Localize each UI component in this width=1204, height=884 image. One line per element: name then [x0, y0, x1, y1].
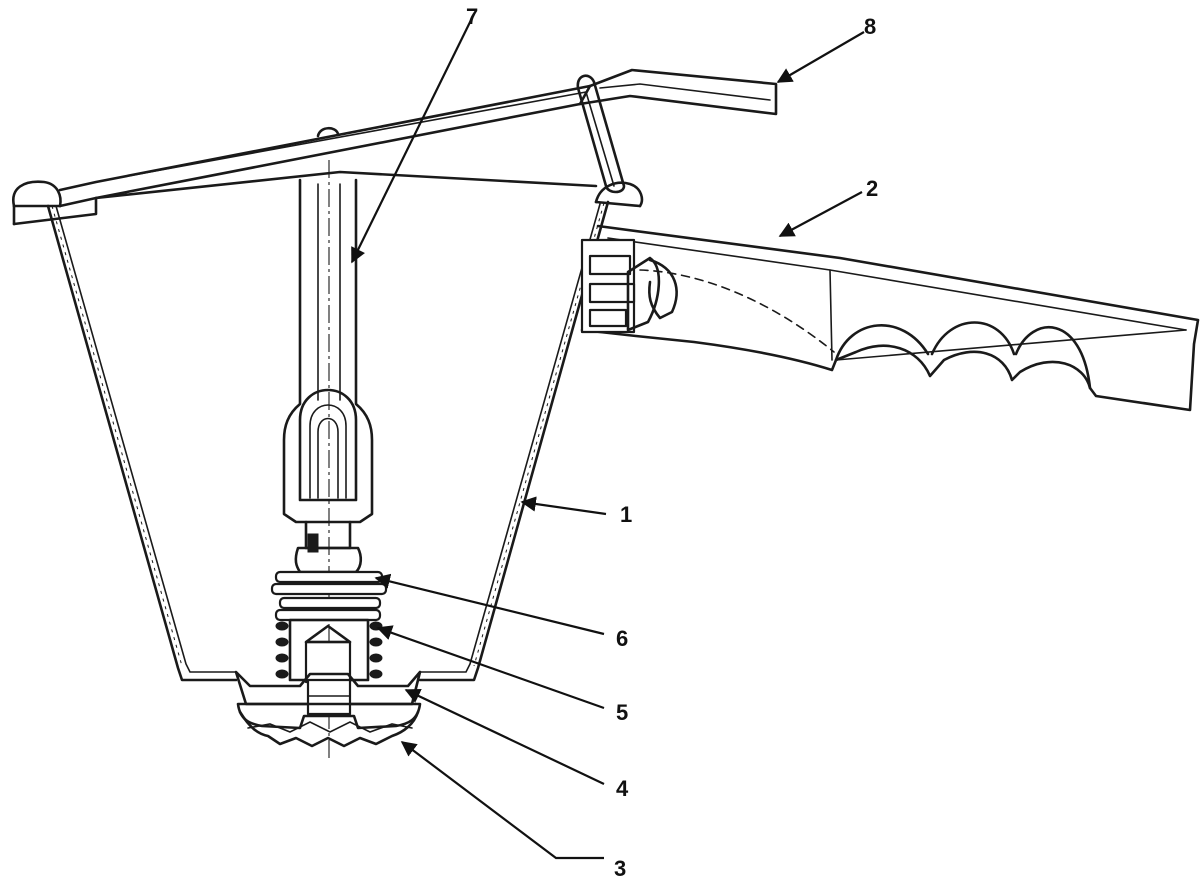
handle [580, 224, 1200, 412]
callout-3: 3 [614, 856, 626, 881]
callout-5: 5 [616, 700, 628, 725]
callout-2: 2 [866, 176, 878, 201]
leader-6 [374, 573, 605, 636]
callout-4: 4 [616, 776, 629, 801]
spring-discs [270, 570, 388, 622]
bottom-nut [236, 702, 422, 748]
callout-6: 6 [616, 626, 628, 651]
leader-2 [778, 191, 863, 237]
leader-1 [520, 496, 607, 516]
leader-8 [776, 31, 865, 83]
coil-spring [275, 621, 383, 679]
callout-7: 7 [466, 4, 478, 29]
callout-8: 8 [864, 14, 876, 39]
callout-1: 1 [620, 502, 632, 527]
leader-3 [400, 741, 604, 860]
leader-4 [404, 688, 605, 785]
valve-body [288, 618, 370, 684]
callout-labels: 1 2 3 4 5 6 7 8 [466, 4, 878, 881]
leader-5 [376, 625, 605, 710]
leader-7 [351, 13, 475, 264]
lid-plate [12, 84, 598, 226]
leader-lines [351, 13, 865, 860]
lever-arm [576, 68, 778, 194]
